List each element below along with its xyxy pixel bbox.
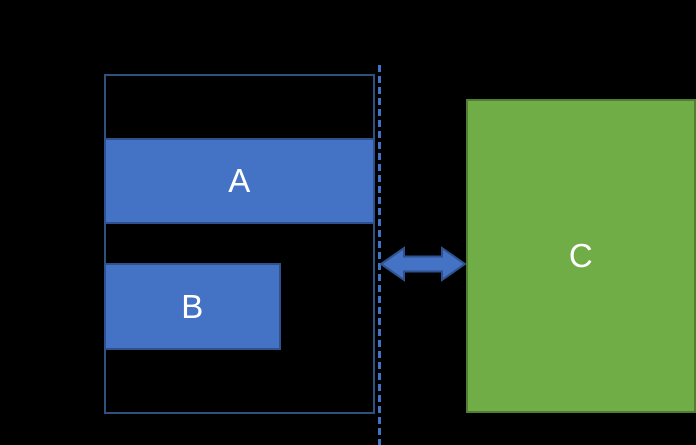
box-c-label: C [568,237,594,274]
double-arrow-icon [380,246,466,282]
bar-b: B [104,263,281,350]
dashed-separator-line [378,65,381,445]
bar-b-label: B [181,287,204,325]
bar-a: A [104,138,375,224]
container-box [104,74,375,414]
box-c: C [466,99,696,413]
double-arrow-shape [380,246,466,282]
bar-a-label: A [228,162,251,199]
